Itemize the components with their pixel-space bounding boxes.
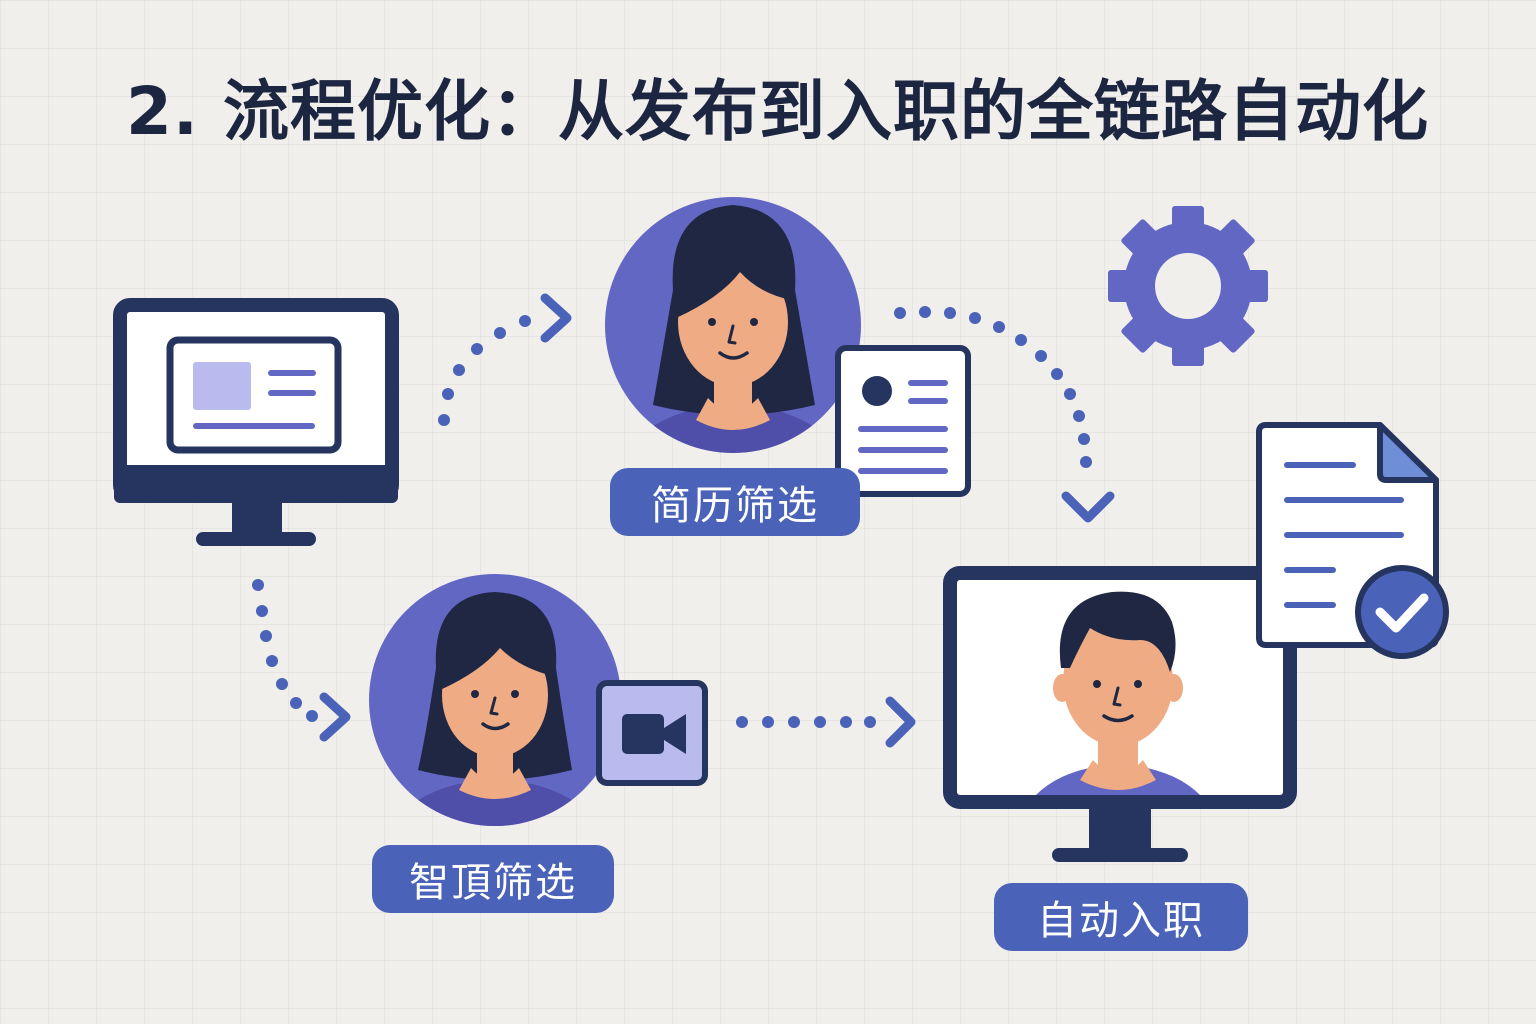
flow-arrow-smart-to-onboard: [736, 696, 916, 748]
step-label-smart-screening: 智頂筛选: [372, 845, 614, 913]
candidate-avatar-resume: [605, 197, 861, 453]
gear-icon: [1108, 206, 1268, 366]
step-label-auto-onboarding: 自动入职: [994, 883, 1248, 951]
flow-arrow-posting-to-resume: [438, 293, 572, 426]
monitor-icon: [113, 298, 399, 546]
onboarding-monitor-icon: [943, 566, 1297, 862]
flow-arrow-resume-to-onboard: [894, 306, 1115, 523]
video-camera-icon: [596, 680, 708, 786]
resume-card-icon: [835, 345, 971, 497]
checkmark-icon: [1355, 565, 1449, 659]
new-hire-avatar: [1035, 591, 1201, 795]
candidate-avatar-smart: [369, 574, 621, 826]
step-label-resume-screening: 简历筛选: [610, 468, 860, 536]
page-title: 2. 流程优化：从发布到入职的全链路自动化: [126, 73, 1429, 150]
flow-arrow-posting-to-smart: [252, 579, 351, 742]
